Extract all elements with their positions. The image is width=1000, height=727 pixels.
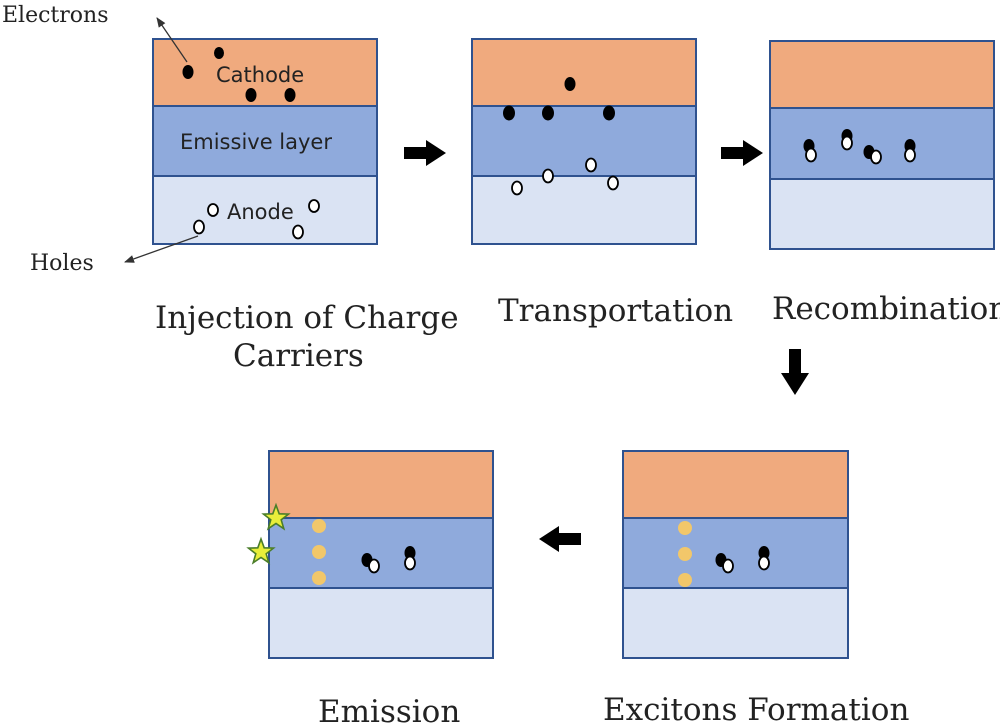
hole xyxy=(292,224,304,240)
holes-pointer xyxy=(124,235,199,263)
step-label-injection-line2: Carriers xyxy=(233,338,364,374)
panel-emission xyxy=(246,450,494,659)
panel-frame xyxy=(152,38,378,245)
electron xyxy=(245,88,257,102)
step-label-recombination: Recombination xyxy=(772,291,1000,327)
electron xyxy=(284,88,296,102)
electrons-label: Electrons xyxy=(2,3,109,28)
star-icon xyxy=(246,536,276,565)
exciton xyxy=(678,573,692,587)
exciton xyxy=(312,519,326,533)
anode-layer xyxy=(623,588,848,658)
step-label-transportation: Transportation xyxy=(498,293,733,329)
hole xyxy=(193,219,205,235)
anode-layer xyxy=(153,176,377,244)
electron xyxy=(542,105,554,121)
star-icon xyxy=(261,502,291,531)
electron-hole-pair xyxy=(841,129,853,151)
exciton xyxy=(312,545,326,559)
block-arrow-icon xyxy=(721,140,763,166)
anode-layer xyxy=(269,588,493,658)
electrons-pointer xyxy=(156,17,188,63)
step-label-injection: Injection of Charge xyxy=(155,300,459,336)
electron-hole-pair xyxy=(803,139,817,163)
emissive-layer xyxy=(269,518,493,588)
emissive-layer-label: Emissive layer xyxy=(180,130,332,154)
exciton xyxy=(678,547,692,561)
electron xyxy=(603,105,615,121)
block-arrow-icon xyxy=(539,526,581,552)
panel-transportation xyxy=(471,38,697,245)
hole xyxy=(308,199,320,213)
block-arrow-icon xyxy=(781,349,809,395)
panel-recombination xyxy=(769,40,995,250)
cathode-layer xyxy=(269,451,493,518)
hole xyxy=(607,175,619,191)
anode-label: Anode xyxy=(227,200,294,224)
hole xyxy=(511,180,523,196)
electron-hole-pair xyxy=(715,553,734,574)
electron xyxy=(182,65,194,79)
anode-layer xyxy=(770,179,994,249)
panel-injection: Cathode Emissive layer Anode Electrons H… xyxy=(2,3,378,276)
emissive-layer xyxy=(770,108,994,179)
electron xyxy=(214,47,224,59)
holes-label: Holes xyxy=(30,251,94,276)
cathode-layer xyxy=(770,41,994,108)
panel-frame xyxy=(622,450,849,659)
electron-hole-pair xyxy=(863,145,882,165)
cathode-layer xyxy=(623,451,848,518)
electron xyxy=(564,77,576,91)
cathode-layer xyxy=(472,39,696,106)
exciton xyxy=(678,521,692,535)
panel-frame xyxy=(471,38,697,245)
emissive-layer xyxy=(153,106,377,176)
electron-hole-pair xyxy=(361,553,380,574)
electron xyxy=(503,105,515,121)
emissive-layer xyxy=(623,518,848,588)
block-arrow-icon xyxy=(404,140,446,166)
electron-hole-pair xyxy=(404,546,416,571)
exciton xyxy=(312,571,326,585)
electron-hole-pair xyxy=(758,546,770,571)
panel-excitons-formation xyxy=(622,450,849,659)
hole xyxy=(585,157,597,173)
hole xyxy=(207,203,219,217)
panel-frame xyxy=(268,450,494,659)
hole xyxy=(542,168,554,184)
cathode-label: Cathode xyxy=(216,63,304,87)
electron-hole-pair xyxy=(904,139,916,163)
panel-frame xyxy=(769,40,995,250)
step-label-emission: Emission xyxy=(318,694,460,727)
step-label-excitons-formation: Excitons Formation xyxy=(603,692,909,727)
anode-layer xyxy=(472,176,696,244)
